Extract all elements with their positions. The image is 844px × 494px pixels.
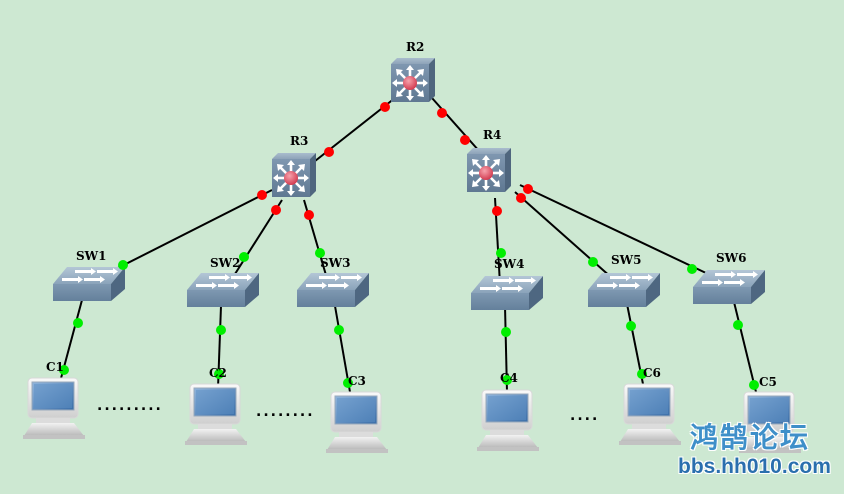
port-dot-c1-sw1 bbox=[59, 365, 69, 375]
port-dot-sw5-c6 bbox=[626, 321, 636, 331]
pc-label-c1: C1 bbox=[46, 360, 64, 374]
switch-sw6-icon[interactable] bbox=[693, 270, 765, 304]
link-sw6-c5 bbox=[733, 301, 757, 393]
link-r2-r4 bbox=[431, 97, 481, 153]
switch-label-sw1: SW1 bbox=[76, 249, 107, 263]
port-dot-r2-r3 bbox=[380, 102, 390, 112]
switch-sw1-icon[interactable] bbox=[53, 267, 125, 301]
pc-c3-icon[interactable] bbox=[325, 391, 389, 454]
port-dot-sw3-c3 bbox=[334, 325, 344, 335]
watermark-url: bbs.hh010.com bbox=[678, 455, 831, 478]
port-dot-sw4-c4 bbox=[501, 327, 511, 337]
router-label-r4: R4 bbox=[483, 128, 502, 142]
router-r2-icon[interactable] bbox=[389, 56, 437, 104]
port-dot-r4-sw6 bbox=[523, 184, 533, 194]
port-dot-sw6-c5 bbox=[733, 320, 743, 330]
port-dot-sw1-c1 bbox=[73, 318, 83, 328]
port-dot-sw2-r3 bbox=[239, 252, 249, 262]
switch-sw3-icon[interactable] bbox=[297, 273, 369, 307]
port-dot-r2-r4 bbox=[437, 108, 447, 118]
pc-c6-icon[interactable] bbox=[618, 383, 682, 446]
pc-c4-icon[interactable] bbox=[476, 389, 540, 452]
pc-label-c2: C2 bbox=[209, 366, 227, 380]
port-dot-c6-sw5 bbox=[637, 369, 647, 379]
pc-label-c4: C4 bbox=[500, 371, 518, 385]
pc-c1-icon[interactable] bbox=[22, 377, 86, 440]
pc-label-c5: C5 bbox=[759, 375, 777, 389]
pc-c2-icon[interactable] bbox=[184, 383, 248, 446]
switch-label-sw5: SW5 bbox=[611, 253, 642, 267]
router-r4-icon[interactable] bbox=[465, 146, 513, 194]
port-dot-r4-sw4 bbox=[492, 206, 502, 216]
port-dot-sw5-r4 bbox=[588, 257, 598, 267]
router-r3-icon[interactable] bbox=[270, 151, 318, 199]
port-dot-c3-sw3 bbox=[343, 378, 353, 388]
port-dot-c5-sw6 bbox=[749, 380, 759, 390]
ellipsis-dots-1: ......... bbox=[97, 398, 163, 414]
port-dot-sw6-r4 bbox=[687, 264, 697, 274]
port-dot-r4-sw5 bbox=[516, 193, 526, 203]
pc-label-c3: C3 bbox=[348, 374, 366, 388]
router-label-r3: R3 bbox=[290, 134, 309, 148]
switch-sw4-icon[interactable] bbox=[471, 276, 543, 310]
link-sw3-c3 bbox=[334, 305, 351, 393]
port-dot-r3-sw3 bbox=[304, 210, 314, 220]
port-dot-c4-sw4 bbox=[502, 375, 512, 385]
port-dot-r3-sw1 bbox=[257, 190, 267, 200]
pc-label-c6: C6 bbox=[643, 366, 661, 380]
port-dot-sw3-r3 bbox=[315, 248, 325, 258]
ellipsis-dots-3: .... bbox=[570, 408, 600, 424]
switch-sw2-icon[interactable] bbox=[187, 273, 259, 307]
ellipsis-dots-2: ........ bbox=[256, 404, 315, 420]
link-r3-sw1 bbox=[109, 189, 273, 273]
watermark-title: 鸿鹄论坛 bbox=[690, 421, 811, 454]
port-dot-r4-r2 bbox=[460, 135, 470, 145]
port-dot-sw1-r3 bbox=[118, 260, 128, 270]
link-r3-sw2 bbox=[227, 199, 283, 286]
switch-label-sw6: SW6 bbox=[716, 251, 747, 265]
router-label-r2: R2 bbox=[406, 40, 425, 54]
port-dot-sw4-r4 bbox=[496, 248, 506, 258]
port-dot-r3-sw2 bbox=[271, 205, 281, 215]
switch-label-sw3: SW3 bbox=[320, 256, 351, 270]
switch-label-sw2: SW2 bbox=[210, 256, 241, 270]
port-dot-sw2-c2 bbox=[216, 325, 226, 335]
switch-sw5-icon[interactable] bbox=[588, 273, 660, 307]
switch-label-sw4: SW4 bbox=[494, 257, 525, 271]
port-dot-c2-sw2 bbox=[214, 369, 224, 379]
port-dot-r3-r2 bbox=[324, 147, 334, 157]
